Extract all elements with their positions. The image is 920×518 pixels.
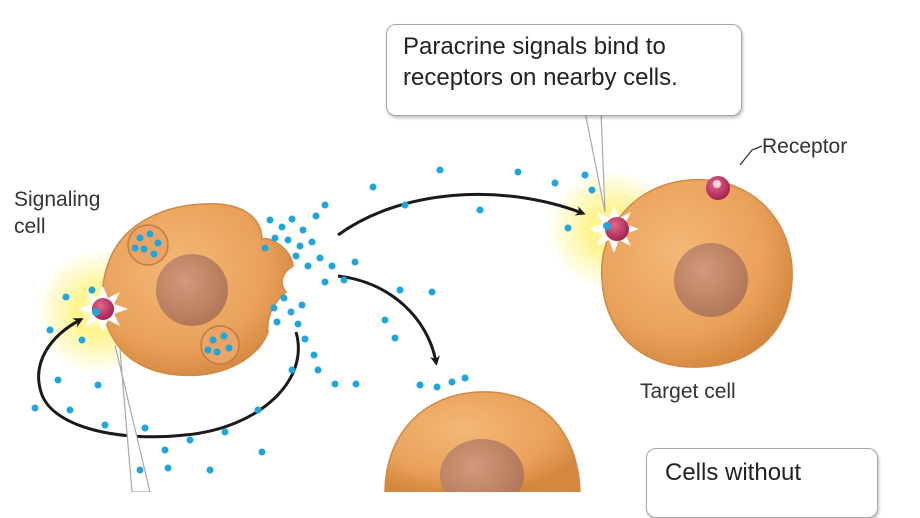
target-cell	[601, 179, 793, 368]
arrow-autocrine-loop	[37, 318, 300, 439]
vesicle-upper	[127, 224, 169, 266]
nearby-cell-nucleus	[440, 439, 524, 492]
receptor-target-bound	[589, 205, 639, 253]
receptor-label: Receptor	[762, 135, 848, 158]
signaling-cell-nucleus	[156, 254, 228, 326]
receptor-target-free	[706, 176, 730, 200]
cells-without-callout: Cells without	[646, 448, 878, 518]
target-cell-label: Target cell	[640, 380, 736, 403]
target-cell-nucleus	[674, 243, 748, 317]
receptor-left	[78, 286, 128, 332]
signaling-cell-label: Signaling cell	[14, 188, 101, 238]
signal-molecules	[31, 166, 596, 474]
arrow-to-bottom-cell	[337, 274, 440, 366]
signaling-cell	[101, 203, 294, 377]
vesicle-lower	[200, 325, 240, 365]
paracrine-signaling-diagram	[31, 111, 793, 492]
nearby-cell-bottom	[384, 391, 581, 492]
callout-pointers	[114, 111, 763, 492]
arrow-to-target-cell	[337, 192, 586, 237]
paracrine-callout: Paracrine signals bind to receptors on n…	[386, 24, 742, 116]
